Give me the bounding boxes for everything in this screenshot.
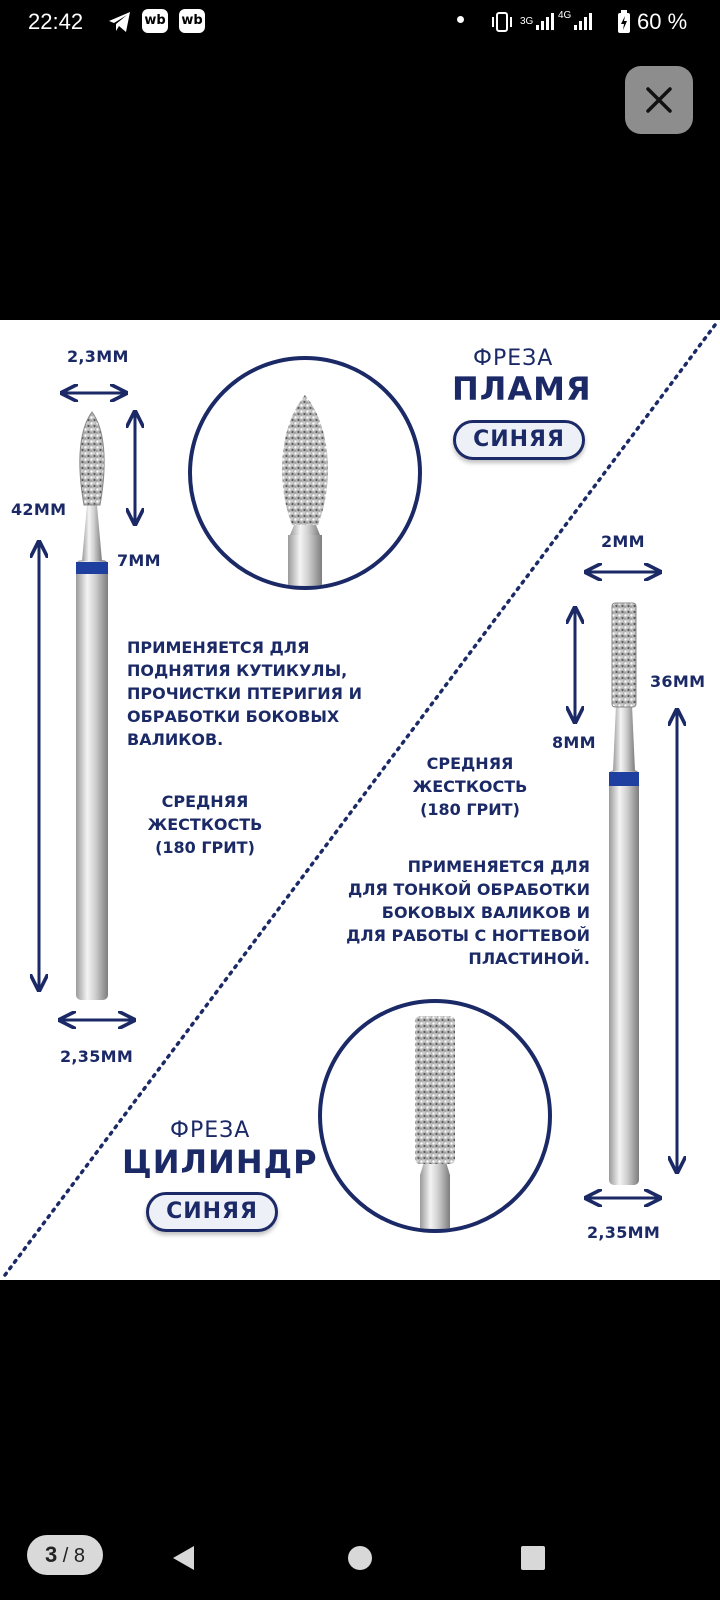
network-3g-label: 3G [520,16,534,27]
battery-percent: 60 % [637,9,688,34]
product-image[interactable]: 2,3ММ 7ММ 42ММ 2,35ММ ФРЕЗА ПЛАМЯ СИНЯЯ … [0,320,720,1280]
cylinder-width-label: 2ММ [601,532,645,551]
wb-app-icon-2: wb [179,9,205,33]
cylinder-usage-text: ПРИМЕНЯЕТСЯ ДЛЯ ДЛЯ ТОНКОЙ ОБРАБОТКИ БОК… [346,857,590,968]
signal-icon-2 [574,13,592,30]
flame-head-label: 7ММ [117,551,161,570]
cylinder-closeup [318,999,552,1233]
product-illustration [3,323,717,1277]
status-time: 22:42 [28,9,84,34]
diagonal-divider [3,323,717,1277]
cylinder-bur [609,602,639,1185]
flame-closeup [188,356,422,590]
battery-charging-icon [618,10,630,33]
cylinder-head-label: 8ММ [552,733,596,752]
flame-color-badge: СИНЯЯ [453,420,585,460]
flame-shank-label: 2,35ММ [60,1047,134,1066]
cylinder-title: ЦИЛИНДР [122,1143,318,1181]
cylinder-hardness-text: СРЕДНЯЯ ЖЕСТКОСТЬ (180 ГРИТ) [412,754,528,819]
close-button[interactable] [625,66,693,134]
recents-icon[interactable] [520,1545,546,1571]
cylinder-shank-label: 2,35ММ [587,1223,661,1242]
flame-bur [76,411,108,1000]
close-icon [646,87,672,113]
page-total: / 8 [62,1545,86,1567]
signal-icon [536,13,554,30]
vibrate-icon [492,12,512,32]
page-current: 3 [44,1542,58,1567]
telegram-icon [109,12,130,32]
wb-app-icon: wb [142,9,168,33]
status-bar: 22:42 wb wb 3G 4G 60 % [0,0,720,44]
cylinder-length-label: 36ММ [650,672,706,691]
flame-hardness-text: СРЕДНЯЯ ЖЕСТКОСТЬ (180 ГРИТ) [147,792,263,857]
cylinder-title-small: ФРЕЗА [170,1118,251,1143]
flame-usage-text: ПРИМЕНЯЕТСЯ ДЛЯ ПОДНЯТИЯ КУТИКУЛЫ, ПРОЧИ… [127,638,362,749]
flame-length-label: 42ММ [11,500,67,519]
page-counter: 3 / 8 [27,1535,103,1575]
notification-dot-icon [457,16,464,23]
network-4g-label: 4G [558,10,572,21]
flame-width-label: 2,3ММ [67,347,129,366]
home-icon[interactable] [347,1545,373,1571]
flame-title-small: ФРЕЗА [473,346,554,371]
flame-title: ПЛАМЯ [452,370,592,408]
back-icon[interactable] [170,1544,198,1572]
cylinder-color-badge: СИНЯЯ [146,1192,278,1232]
